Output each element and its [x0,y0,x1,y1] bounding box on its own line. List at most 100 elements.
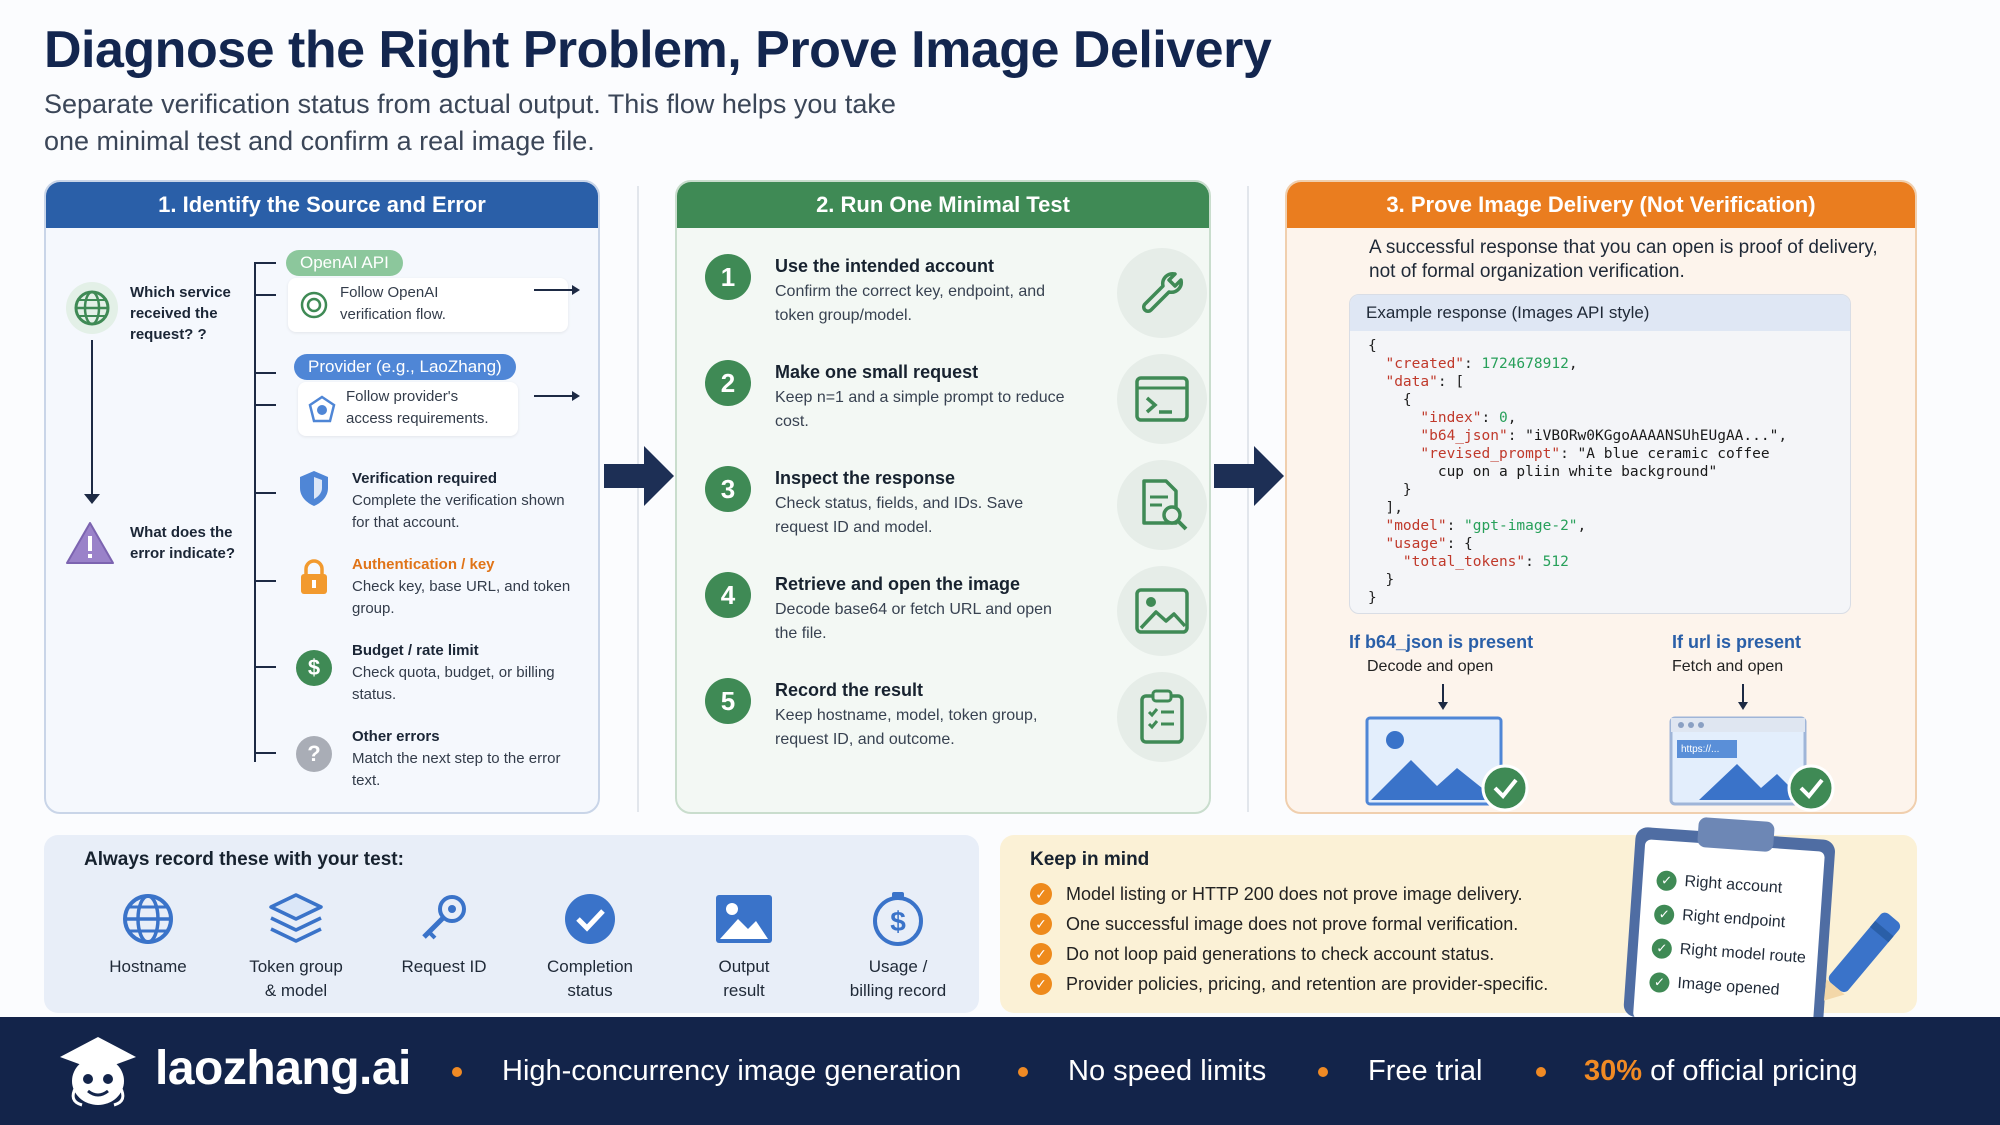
bullet-dot [452,1067,462,1077]
step-4: 4 Retrieve and open the image Decode bas… [705,566,1207,672]
record-label: Token group& model [249,957,343,1000]
step-desc: Keep hostname, model, token group, reque… [775,707,1038,748]
arrow-down-icon [84,494,100,504]
wrench-icon [1117,248,1207,338]
big-arrow-right-icon [604,446,674,506]
record-item-hostname: Hostname [78,887,218,979]
step-desc: Check status, fields, and IDs. Save requ… [775,495,1024,536]
branch-line [254,666,276,668]
error-title: Verification required [352,470,498,487]
code-prompt: "A blue ceramic coffee [1577,446,1770,462]
step-title: Use the intended account [775,256,995,276]
key-icon [412,887,476,951]
keep-title: Keep in mind [1030,849,1150,870]
page-title: Diagnose the Right Problem, Prove Image … [44,21,1272,79]
always-record-box: Always record these with your test: Host… [44,835,979,1013]
branch-line [254,294,276,296]
error-desc: Complete the verification shown for that… [352,492,565,531]
dollar-icon: $ [296,650,332,686]
url-image-thumbnail: https://... [1669,716,1849,812]
keep-item: ✓One successful image does not prove for… [1030,913,1518,935]
globe-icon [116,887,180,951]
panel-minimal-test: 2. Run One Minimal Test 1 Use the intend… [675,180,1211,814]
arrow-right-icon [534,391,580,401]
branch-b64-sub: Decode and open [1367,658,1494,675]
clipboard-clip [1696,816,1775,853]
step-desc: Confirm the correct key, endpoint, and t… [775,283,1046,324]
json-code-block: { "created": 1724678912, "data": [ { "in… [1368,338,1788,606]
clipboard-paper [1632,839,1825,1032]
check-icon: ✓ [1655,870,1678,892]
question-icon: ? [296,736,332,772]
step-desc: Keep n=1 and a simple prompt to reduce c… [775,389,1065,430]
brand-name: laozhang.ai [155,1042,411,1095]
error-desc: Match the next step to the error text. [352,750,561,789]
check-icon: ✓ [1030,913,1052,935]
delivery-lead-text: A successful response that you can open … [1369,237,1878,282]
step-3: 3 Inspect the response Check status, fie… [705,460,1207,566]
question-service: Which service received the request? ? [130,284,231,343]
provider-text: Follow provider's access requirements. [346,388,489,427]
check-circle-icon [558,887,622,951]
openai-card: Follow OpenAI verification flow. [288,278,568,332]
document-search-icon [1117,460,1207,550]
check-icon: ✓ [1030,973,1052,995]
error-other: Other errors Match the next step to the … [352,726,572,792]
branch-url-title: If url is present [1672,632,1802,652]
arrow-down-icon [1738,684,1748,710]
keep-item: ✓Do not loop paid generations to check a… [1030,943,1494,965]
step-title: Inspect the response [775,468,956,488]
record-item-usage: $ Usage /billing record [828,887,968,1003]
terminal-icon [1117,354,1207,444]
shield-icon [296,468,332,513]
step-number: 1 [705,254,751,300]
panel-identify-source: 1. Identify the Source and Error Which s… [44,180,600,814]
step-2: 2 Make one small request Keep n=1 and a … [705,354,1207,460]
panel-title: 2. Run One Minimal Test [677,182,1209,228]
footer-item: No speed limits [1068,1055,1267,1087]
check-icon: ✓ [1030,883,1052,905]
bullet-dot [1018,1067,1028,1077]
panel-title: 3. Prove Image Delivery (Not Verificatio… [1287,182,1915,228]
lock-icon [298,558,330,601]
image-icon [1117,566,1207,656]
big-arrow-right-icon [1214,446,1284,506]
error-authentication: Authentication / key Check key, base URL… [352,554,572,620]
arrow-down-icon [1438,684,1448,710]
record-item-request-id: Request ID [374,887,514,979]
code-prompt-cont: cup on a pliin white background" [1437,464,1718,480]
check-icon: ✓ [1653,904,1675,926]
url-thumb-text: https://... [1681,744,1720,755]
check-icon: ✓ [1651,937,1673,960]
branch-b64-title: If b64_json is present [1349,632,1534,652]
step-1: 1 Use the intended account Confirm the c… [705,248,1207,354]
footer-pricing: 30% of official pricing [1584,1055,1858,1087]
code-index: 0 [1498,410,1508,426]
step-number: 4 [705,572,751,618]
example-response-box: Example response (Images API style) { "c… [1349,294,1851,614]
provider-logo-icon [302,389,342,429]
panel-title: 1. Identify the Source and Error [46,182,598,228]
divider [637,186,639,812]
step-title: Make one small request [775,362,979,382]
code-model: "gpt-image-2" [1464,518,1578,534]
error-budget: Budget / rate limit Check quota, budget,… [352,640,572,706]
error-verification: Verification required Complete the verif… [352,468,572,534]
footer-banner: laozhang.ai High-concurrency image gener… [0,1017,2000,1125]
step-title: Retrieve and open the image [775,574,1021,594]
branch-line [254,752,276,754]
error-desc: Check key, base URL, and token group. [352,578,571,617]
branch-line [254,492,276,494]
arrow-right-icon [534,285,580,295]
decoded-image-thumbnail [1365,716,1545,812]
error-desc: Check quota, budget, or billing status. [352,664,555,703]
record-label: Request ID [401,957,487,976]
globe-icon [66,282,118,334]
image-icon [712,887,776,951]
step-number: 5 [705,678,751,724]
